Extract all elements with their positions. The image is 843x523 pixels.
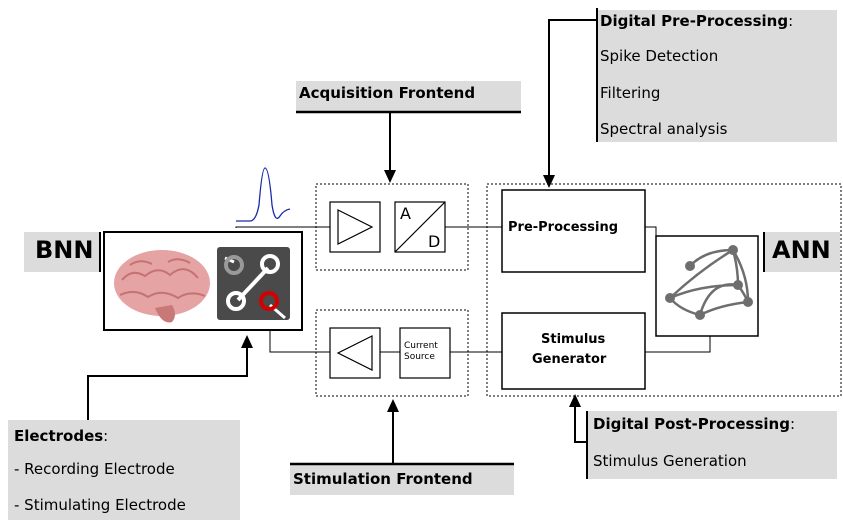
ann-label-box — [764, 232, 840, 272]
stimulation-frontend-box — [315, 309, 469, 397]
digital-post-processing-title: Digital Post-Processing: — [593, 415, 795, 433]
electrodes-title: Electrodes: — [14, 427, 109, 445]
spike-detection-item: Spike Detection — [600, 47, 719, 65]
acquisition-frontend-title: Acquisition Frontend — [299, 84, 476, 102]
bnn-to-acquisition-wire — [235, 226, 330, 228]
brain-icon — [114, 250, 210, 323]
amplifier-triangle-icon — [337, 209, 374, 245]
ad-diagonal — [394, 201, 446, 253]
filtering-item: Filtering — [600, 84, 661, 102]
stimulation-frontend-label-box — [290, 465, 514, 495]
stimulation-arrowhead — [387, 399, 399, 412]
stimulation-frontend-title: Stimulation Frontend — [293, 470, 473, 488]
electrodes-panel — [8, 420, 240, 520]
digital-post-processing-panel — [587, 411, 837, 479]
digital-pre-arrowhead — [543, 175, 555, 188]
recording-electrode-item: - Recording Electrode — [14, 460, 175, 478]
digital-pre-processing-title: Digital Pre-Processing: — [600, 12, 794, 30]
digital-pre-processing-panel — [597, 10, 837, 142]
electrodes-arrow — [87, 345, 248, 420]
electrodes-arrowhead — [241, 335, 253, 348]
digital-post-arrowhead — [569, 394, 581, 407]
digital-post-arrow — [574, 405, 587, 443]
stimulation-to-bnn-wire — [269, 330, 330, 353]
bnn-label: BNN — [35, 236, 94, 264]
digital-pre-arrow — [548, 19, 597, 178]
preprocessing-to-ann-wire — [645, 226, 657, 236]
ann-nodes — [665, 245, 753, 320]
ad-d-label: D — [428, 232, 441, 251]
stimulus-generator-block — [501, 312, 646, 390]
ann-to-stimulus-wire — [645, 336, 711, 353]
digital-processing-box — [486, 183, 842, 397]
ad-a-label: A — [400, 204, 411, 223]
current-source-label-1: Current — [404, 341, 438, 351]
spectral-analysis-item: Spectral analysis — [600, 120, 728, 138]
pre-processing-block — [501, 189, 646, 273]
electrode-icon — [217, 247, 290, 320]
bnn-label-box — [24, 232, 100, 272]
spike-waveform-icon — [236, 167, 291, 222]
stimulus-generator-label-2: Generator — [532, 352, 607, 367]
acquisition-frontend-label-box — [296, 81, 521, 111]
pre-processing-label: Pre-Processing — [508, 220, 619, 235]
current-source-block — [399, 327, 451, 379]
stimulus-generation-item: Stimulus Generation — [593, 452, 747, 470]
current-source-label-2: Source — [404, 352, 435, 362]
stimulus-generator-label-1: Stimulus — [541, 332, 606, 347]
stimulation-amplifier-triangle-icon — [336, 335, 373, 371]
stimulating-electrode-item: - Stimulating Electrode — [14, 496, 186, 514]
ann-label: ANN — [772, 236, 831, 264]
acquisition-arrowhead — [384, 170, 396, 183]
